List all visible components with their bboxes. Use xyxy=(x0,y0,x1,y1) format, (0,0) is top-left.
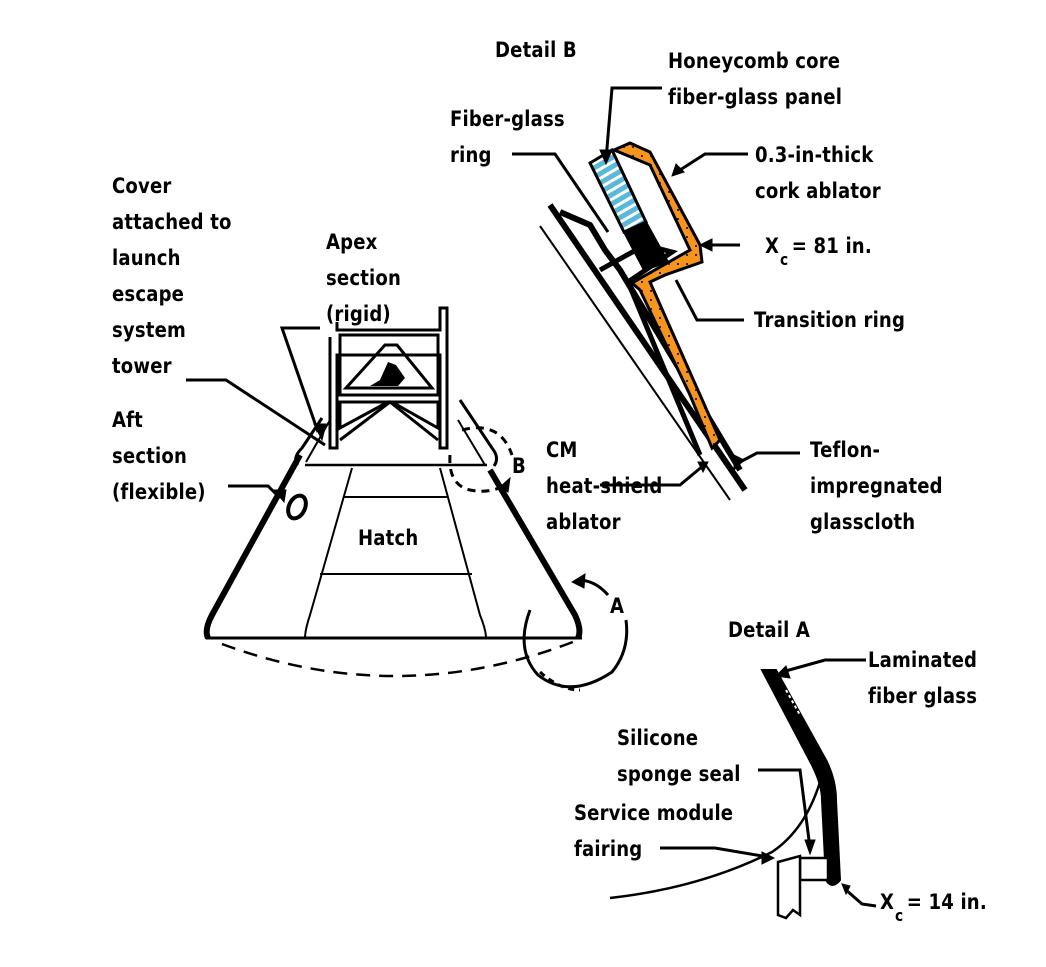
station-subscript: c xyxy=(894,906,904,925)
label-cork-ablator: 0.3-in-thick cork ablator xyxy=(755,137,881,209)
label-line: fairing xyxy=(574,837,643,861)
detail-a-title: Detail A xyxy=(728,618,811,642)
label-line: Apex xyxy=(326,230,378,254)
service-module-fairing xyxy=(776,854,802,920)
label-station-81: Xc= 81 in. xyxy=(765,228,872,269)
label-cover: Cover attached to launch escape system t… xyxy=(112,168,232,384)
leader-transition xyxy=(674,279,744,322)
leader-station-14 xyxy=(845,888,877,908)
aft-section-left-skin xyxy=(203,453,303,640)
label-line: Honeycomb core xyxy=(668,49,841,73)
leader-cork xyxy=(679,152,748,172)
label-line: fiber-glass panel xyxy=(668,85,843,109)
label-line: ablator xyxy=(546,510,621,534)
station-symbol: X xyxy=(765,234,780,258)
station-symbol: X xyxy=(880,890,895,914)
label-hatch: Hatch xyxy=(358,526,419,550)
fiber-glass-ring xyxy=(622,220,670,272)
callout-a-circle xyxy=(522,609,629,689)
label-line: fiber glass xyxy=(868,684,978,708)
station-value: = 14 in. xyxy=(906,890,987,914)
label-line: glasscloth xyxy=(810,510,916,534)
label-line: section xyxy=(326,266,402,290)
label-honeycomb: Honeycomb core fiber-glass panel xyxy=(668,43,842,115)
leader-silicone xyxy=(758,768,812,849)
label-line: impregnated xyxy=(810,474,943,498)
label-line: Silicone xyxy=(617,726,699,750)
label-line: (rigid) xyxy=(326,302,391,326)
detail-b-title: Detail B xyxy=(495,38,577,62)
leader-fairing xyxy=(660,846,769,859)
leader-teflon xyxy=(739,451,800,464)
label-apex-section: Apex section (rigid) xyxy=(326,224,401,332)
apex-ornament xyxy=(370,362,405,386)
transition-ring xyxy=(598,242,703,456)
leader-laminated xyxy=(781,658,866,674)
leader-apex xyxy=(279,326,320,433)
label-line: escape xyxy=(112,282,185,306)
silicone-seal xyxy=(798,856,830,882)
label-callout-a: A xyxy=(610,594,625,618)
label-teflon-glasscloth: Teflon- impregnated glasscloth xyxy=(810,432,943,540)
leader-cm-ablator xyxy=(600,463,705,487)
hatch-outline xyxy=(304,467,353,639)
detail-b-drawing xyxy=(512,86,800,501)
label-line: heat-shield xyxy=(546,474,663,498)
leader-aft xyxy=(228,484,282,500)
window xyxy=(286,493,308,521)
label-line: system xyxy=(112,318,187,342)
label-fiber-glass-ring: Fiber-glass ring xyxy=(450,101,565,173)
label-line: section xyxy=(112,444,188,468)
callout-b-dashed-circle xyxy=(448,426,514,493)
label-line: attached to xyxy=(112,210,232,234)
label-line: Fiber-glass xyxy=(450,107,565,131)
label-line: Aft xyxy=(112,408,143,432)
label-line: Service module xyxy=(574,801,734,825)
label-line: CM xyxy=(546,438,578,462)
label-transition-ring: Transition ring xyxy=(754,308,906,332)
label-cm-heat-shield-ablator: CM heat-shield ablator xyxy=(546,432,662,540)
station-subscript: c xyxy=(779,250,789,269)
label-line: (flexible) xyxy=(112,480,206,504)
detail-a-drawing xyxy=(609,658,877,920)
label-station-14: Xc= 14 in. xyxy=(880,884,987,925)
label-line: Teflon- xyxy=(810,438,881,462)
base-dashed-arc xyxy=(221,638,579,678)
station-value: = 81 in. xyxy=(791,234,872,258)
aft-section-right-skin xyxy=(487,468,583,640)
label-line: Laminated xyxy=(868,648,978,672)
leader-fiber-ring xyxy=(512,152,610,233)
label-line: launch xyxy=(112,246,181,270)
label-laminated-fiber-glass: Laminated fiber glass xyxy=(868,642,977,714)
apex-section xyxy=(328,306,449,450)
label-line: sponge seal xyxy=(617,762,741,786)
label-aft-section: Aft section (flexible) xyxy=(112,402,206,510)
leader-honeycomb xyxy=(604,86,662,161)
command-module-cover xyxy=(186,306,629,692)
label-line: Cover xyxy=(112,174,172,198)
label-service-module-fairing: Service module fairing xyxy=(574,795,733,867)
label-silicone-sponge-seal: Silicone sponge seal xyxy=(617,720,741,792)
leader-cover xyxy=(186,378,326,447)
label-line: ring xyxy=(450,143,492,167)
cork-ablator xyxy=(610,141,722,451)
label-line: 0.3-in-thick xyxy=(755,143,874,167)
label-line: tower xyxy=(112,354,172,378)
label-callout-b: B xyxy=(512,454,526,478)
label-line: cork ablator xyxy=(755,179,881,203)
